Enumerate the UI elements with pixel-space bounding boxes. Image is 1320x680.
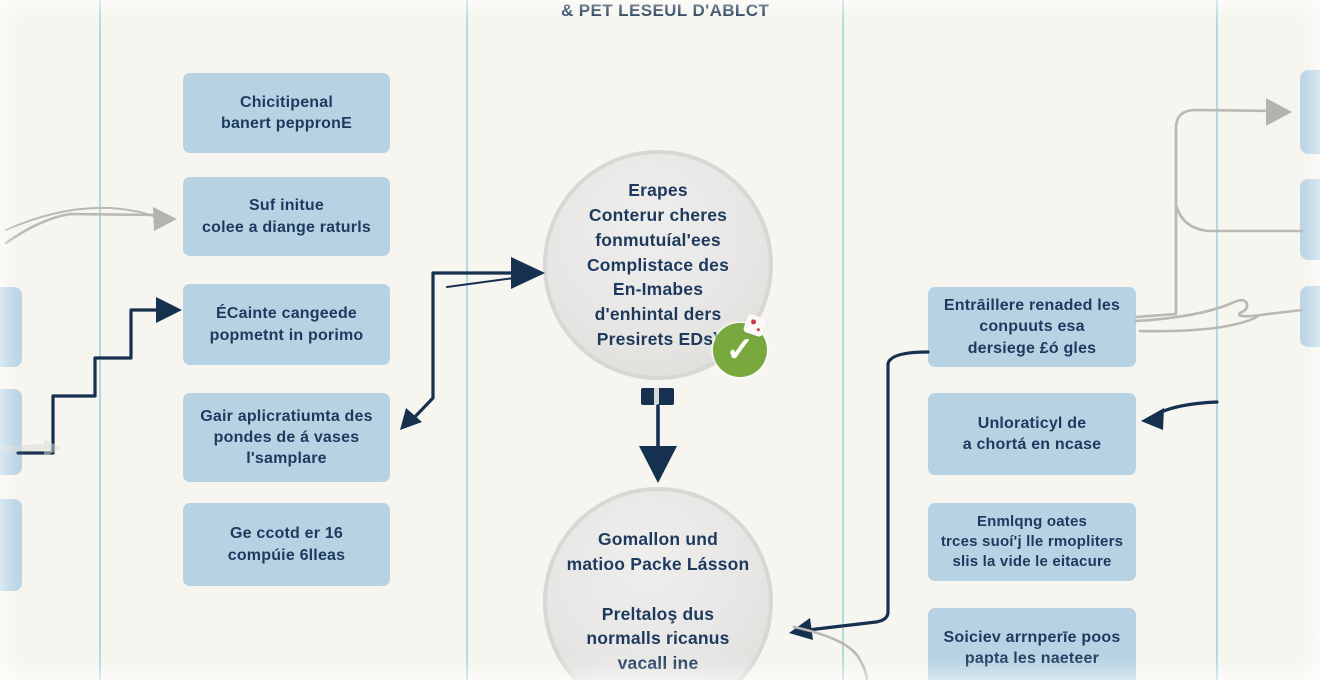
flow-node: ÉCainte cangeede popmetnt in porimo (183, 284, 390, 365)
faint-arrowhead-icon (44, 439, 62, 457)
arrowhead-icon (1141, 408, 1164, 430)
arrowhead-icon (511, 257, 545, 289)
flow-node: Suf initue colee a diange raturls (183, 177, 390, 256)
gray-arrow-to-rightedge-box1 (1134, 108, 1280, 319)
flow-node-partial (1300, 286, 1320, 347)
process-circle-bottom: Gomallon und matioo Packe Lásson Preltal… (543, 487, 773, 680)
lane-divider (466, 0, 468, 680)
arrowhead-icon (156, 297, 182, 323)
flow-node-partial (1300, 179, 1320, 260)
flow-node: Soiciev arrnperīe poos papta les naeteer (928, 608, 1136, 680)
flow-node-partial (0, 499, 22, 591)
arrow-to-left-box4 (407, 271, 435, 425)
flow-node-partial (1300, 70, 1320, 154)
gray-arrowhead-icon (153, 207, 177, 231)
arrowhead-icon (789, 618, 813, 640)
staircase-arrow-to-left-box3 (16, 308, 164, 455)
ribbon-dot (750, 318, 757, 326)
arrowhead-icon (400, 408, 422, 430)
gray-line-to-rightedge-box3 (1134, 298, 1304, 323)
flow-node: Unloraticyl de a chortá en ncase (928, 393, 1136, 475)
arrow-rightbox1-to-circle2 (806, 350, 930, 632)
arrow-to-circle1-stroke2 (446, 277, 515, 288)
small-glyph-icon (641, 388, 674, 405)
arrowhead-icon (639, 446, 677, 483)
gray-line-lower (1138, 314, 1260, 333)
lane-divider (842, 0, 844, 680)
flow-node-partial (0, 389, 22, 475)
gray-line-to-rightedge-box2 (1174, 203, 1304, 233)
process-circle-bottom-label: Gomallon und matioo Packe Lásson Preltal… (566, 529, 750, 680)
flow-node: Entrāillere renaded les conpuuts esa der… (928, 287, 1136, 367)
lane-divider (1216, 0, 1218, 680)
flow-node: Gair aplicratiumta des pondes de á vases… (183, 393, 390, 482)
flow-node: Chicitipenal banert peppronE (183, 73, 390, 153)
gray-arrow-to-left-box2 (4, 212, 162, 245)
gray-arrowhead-icon (1266, 98, 1292, 126)
flow-node: Ge ccotd er 16 compúie 6lleas (183, 503, 390, 586)
flow-node-partial (0, 287, 22, 367)
gray-curve-bottom (792, 625, 869, 680)
arrow-to-right-box2 (1152, 400, 1219, 418)
gray-arrow-stroke2 (5, 206, 159, 231)
diagram-title: & PET LESEUL D'ABLCT (561, 1, 770, 20)
process-circle-top: Erapes Conterur cheres fonmutuíal'ees Co… (543, 150, 773, 380)
flow-node: Enmlqng oates trces suoí'j lle rmopliter… (928, 503, 1136, 581)
check-glyph: ✓ (725, 331, 755, 369)
process-circle-top-label: Erapes Conterur cheres fonmutuíal'ees Co… (586, 180, 730, 350)
lane-divider (99, 0, 101, 680)
